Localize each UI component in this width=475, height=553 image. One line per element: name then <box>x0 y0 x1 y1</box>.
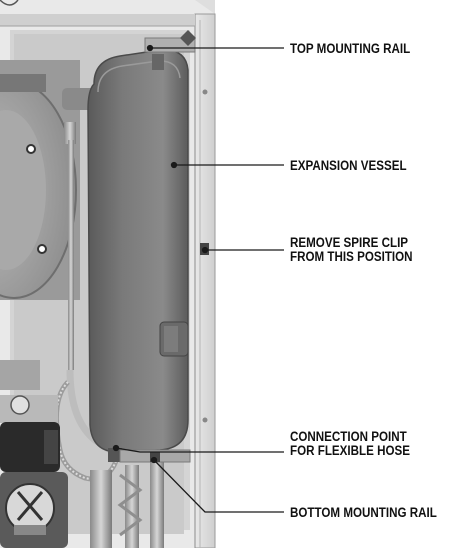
label-line: FOR FLEXIBLE HOSE <box>290 443 410 458</box>
leader-bottom-mounting-rail <box>153 459 284 513</box>
label-line: REMOVE SPIRE CLIP <box>290 235 409 250</box>
heat-exchanger <box>0 60 80 300</box>
label-line: BOTTOM MOUNTING RAIL <box>290 505 437 520</box>
label-spire-clip: REMOVE SPIRE CLIP FROM THIS POSITION <box>290 236 413 264</box>
label-line: FROM THIS POSITION <box>290 249 413 264</box>
pump <box>0 360 68 548</box>
label-bottom-mounting-rail: BOTTOM MOUNTING RAIL <box>290 506 437 520</box>
label-line: EXPANSION VESSEL <box>290 158 407 173</box>
badge-icon <box>0 0 19 6</box>
leader-dot-bottom-mounting-rail <box>150 456 158 464</box>
label-line: CONNECTION POINT <box>290 429 407 444</box>
leader-connection-point <box>115 447 284 453</box>
expansion-vessel <box>87 49 189 462</box>
leader-dot-top-mounting-rail <box>146 44 154 52</box>
pipework <box>53 88 164 548</box>
label-top-mounting-rail: TOP MOUNTING RAIL <box>290 42 410 56</box>
label-line: TOP MOUNTING RAIL <box>290 41 411 56</box>
leader-dot-connection-point <box>112 444 120 452</box>
leader-lines <box>112 44 284 513</box>
label-expansion-vessel: EXPANSION VESSEL <box>290 159 407 173</box>
label-connection-point: CONNECTION POINT FOR FLEXIBLE HOSE <box>290 430 410 458</box>
leader-dot-expansion-vessel <box>170 161 178 169</box>
leader-dot-spire-clip <box>201 246 209 254</box>
